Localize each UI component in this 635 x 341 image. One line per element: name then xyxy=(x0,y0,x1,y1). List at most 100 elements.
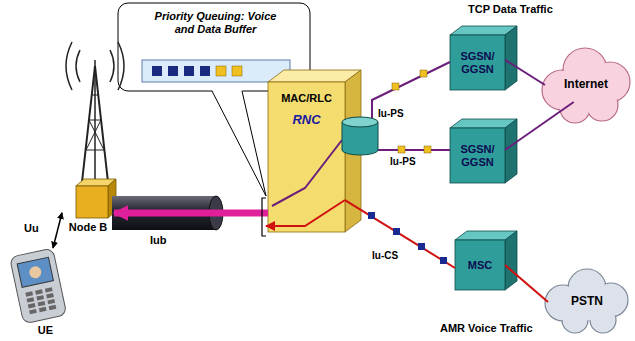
internet-cloud: Internet xyxy=(545,68,627,102)
sgsn-cube-part xyxy=(450,35,505,90)
antenna-tower-part xyxy=(86,120,101,150)
sgsn-box: SGSN/ GGSN xyxy=(450,35,505,90)
pstn-cloud-part-part xyxy=(562,292,610,320)
connector-line xyxy=(505,265,548,302)
node-text: MAC/RLC xyxy=(281,92,332,105)
ue-phone-part-part xyxy=(35,289,43,294)
antenna-tower-part xyxy=(89,120,101,121)
sgsn-cube-part xyxy=(505,119,517,183)
pstn-cloud-part xyxy=(545,269,628,333)
connector-line xyxy=(505,102,574,150)
node-text: SGSN/ GGSN xyxy=(452,50,503,75)
antenna-tower-part xyxy=(82,66,95,182)
internet-cloud-part xyxy=(542,48,630,123)
text-label: Iub xyxy=(150,234,167,246)
antenna-tower-part xyxy=(110,50,114,82)
ue-phone-part-part xyxy=(47,299,55,304)
voice-packets xyxy=(368,212,447,264)
database-cylinder xyxy=(342,117,378,155)
rnc-cube-part xyxy=(268,82,345,232)
node-text: Node B xyxy=(69,221,108,234)
voice-packets-part xyxy=(418,243,425,250)
msc-cube-part xyxy=(505,231,517,290)
callout-box: Priority Queuing: Voice and Data Buffer xyxy=(128,8,303,56)
ue-phone-part-part xyxy=(28,303,36,308)
node-text: Internet xyxy=(564,78,608,92)
text-label: Iu-PS xyxy=(390,156,416,167)
buffer-queue-part xyxy=(184,66,194,76)
antenna-tower-part xyxy=(86,150,104,151)
rnc-port xyxy=(262,198,266,236)
buffer-queue-part xyxy=(232,66,242,76)
rnc-port-part xyxy=(262,198,266,236)
node-text: Priority Queuing: Voice and Data Buffer xyxy=(148,10,283,35)
voice-packets-part xyxy=(368,212,375,219)
ue-phone-part xyxy=(25,287,56,314)
msc-cube-part xyxy=(455,240,505,290)
voice-packets-part xyxy=(440,257,447,264)
ue-phone-part-part xyxy=(38,301,46,306)
ue-phone-part xyxy=(10,248,67,324)
data-packets-part xyxy=(420,70,427,77)
callout-bubble-part xyxy=(212,90,266,196)
database-cylinder-part xyxy=(378,122,379,150)
sgsn-cube xyxy=(450,119,517,183)
buffer-queue-part xyxy=(142,60,290,82)
sgsn-cube-part xyxy=(505,26,517,90)
connector-line xyxy=(114,209,268,216)
node-text: MSC xyxy=(468,259,492,272)
antenna-tower xyxy=(66,42,124,182)
node-text: UE xyxy=(38,324,53,337)
ue-phone xyxy=(10,248,67,324)
internet-cloud xyxy=(542,48,630,123)
node-b-cube xyxy=(76,179,116,218)
pstn-cloud-part xyxy=(546,270,627,332)
database-cylinder-part xyxy=(342,122,343,150)
buffer-queue-part xyxy=(168,66,178,76)
antenna-tower-part xyxy=(95,66,108,182)
connector-line xyxy=(345,200,455,268)
text-label: TCP Data Traffic xyxy=(468,3,553,15)
text-label: Iu-CS xyxy=(372,250,398,261)
database-cylinder-part xyxy=(342,117,378,127)
antenna-tower-part xyxy=(89,120,104,150)
connector-line xyxy=(53,213,62,248)
antenna-tower-part xyxy=(76,50,80,82)
ue-phone-part xyxy=(17,257,53,287)
ue-phone-part xyxy=(28,265,42,279)
buffer-queue-part xyxy=(200,66,210,76)
antenna-tower-part xyxy=(94,60,96,182)
msc-cube xyxy=(455,231,517,290)
msc-box: MSC xyxy=(455,240,505,290)
ue-phone-part-part xyxy=(25,291,33,296)
antenna-tower-part xyxy=(66,42,72,90)
ue-phone-part-part xyxy=(45,287,53,292)
buffer-queue-part xyxy=(152,66,162,76)
ue-device: UE xyxy=(8,248,83,340)
rnc-box: MAC/RLCRNC xyxy=(268,82,345,232)
node-b: Node B xyxy=(62,178,114,236)
connector-line xyxy=(505,60,545,85)
sgsn-cube xyxy=(450,26,517,90)
callout-bubble-part xyxy=(212,91,266,196)
node-text: PSTN xyxy=(571,295,603,309)
internet-cloud-part xyxy=(543,49,629,122)
data-packets-part xyxy=(392,83,399,90)
text-label: AMR Voice Traffic xyxy=(440,322,533,334)
ue-phone-part-part xyxy=(39,307,47,312)
ue-phone-part-part xyxy=(29,309,37,314)
sgsn-cube-part xyxy=(450,128,505,183)
pstn-cloud: PSTN xyxy=(548,285,626,319)
text-label: Uu xyxy=(24,222,39,234)
antenna-tower-part xyxy=(118,42,124,90)
voice-path xyxy=(266,200,345,226)
data-path xyxy=(272,140,342,206)
text-label: Iu-PS xyxy=(378,108,404,119)
pstn-cloud xyxy=(545,269,628,333)
voice-packets-part xyxy=(393,228,400,235)
data-packets-part xyxy=(424,146,431,153)
antenna-tower-part xyxy=(91,95,99,96)
